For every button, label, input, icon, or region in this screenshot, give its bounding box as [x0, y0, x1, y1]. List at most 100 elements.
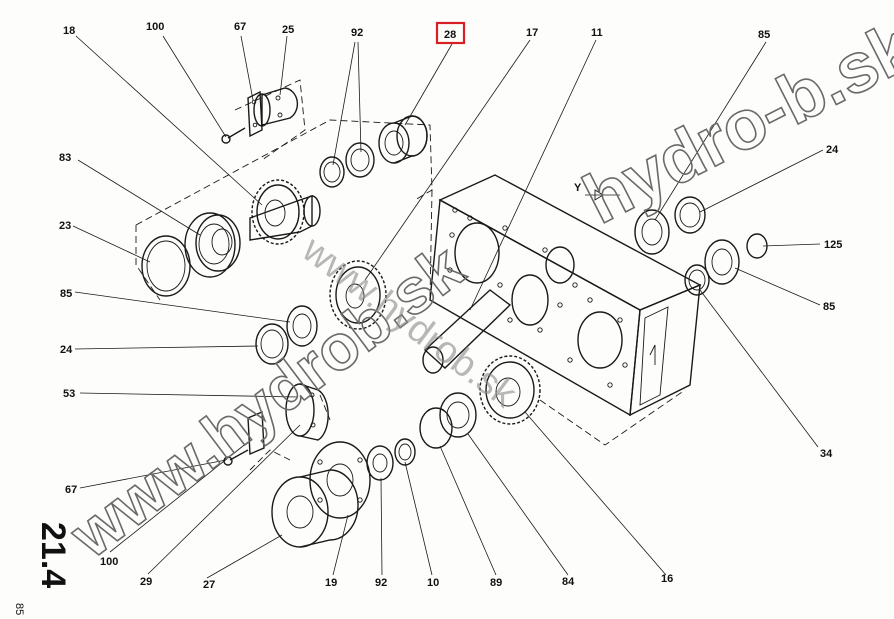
label-29: 29	[140, 576, 152, 588]
axis-mark: Y	[574, 182, 582, 194]
circlip-89	[419, 407, 453, 449]
label-11: 11	[591, 27, 603, 39]
label-34: 34	[820, 448, 833, 460]
bearing-85-top-right	[634, 209, 670, 255]
leader-17	[364, 39, 531, 281]
gear-16	[479, 355, 541, 425]
shaft-11	[422, 289, 512, 374]
leader-67b	[79, 459, 227, 489]
outline-mid	[429, 189, 433, 301]
bushing-28	[378, 115, 428, 164]
leader-85c	[74, 291, 291, 323]
page-number: 85	[13, 603, 25, 615]
leader-29	[147, 424, 301, 575]
leader-100a	[162, 35, 227, 138]
leader-84	[467, 433, 569, 576]
label-25: 25	[282, 24, 294, 36]
leader-27	[206, 534, 283, 579]
outline-top-shaft	[135, 119, 433, 226]
outline-cover	[234, 79, 306, 161]
label-92-top: 92	[351, 27, 363, 39]
label-28-highlighted: 28	[444, 29, 456, 41]
leader-11	[469, 39, 597, 311]
axis-mark-group: Y	[574, 182, 620, 201]
label-17: 17	[526, 27, 538, 39]
leader-10	[404, 461, 433, 576]
leader-25	[279, 35, 288, 96]
spacer-10	[394, 438, 416, 466]
bearing-84	[439, 392, 477, 438]
ring-23	[141, 235, 191, 297]
gear-17	[329, 260, 387, 330]
highlight-box-28	[435, 21, 466, 45]
label-19: 19	[325, 577, 337, 589]
housing-side-window	[639, 306, 669, 406]
housing-side-mark	[649, 344, 656, 365]
gear-18	[249, 179, 321, 245]
right-assembly	[634, 196, 768, 296]
leader-34	[699, 289, 819, 448]
outline-flange	[249, 449, 291, 471]
ring-24-mid	[255, 323, 289, 365]
label-16: 16	[661, 573, 673, 585]
label-53: 53	[63, 388, 75, 400]
leader-92a-2	[357, 41, 362, 153]
bearing-85-right	[704, 239, 740, 285]
watermark-hydro-b: hydro-b.sk	[571, 6, 894, 238]
label-10: 10	[427, 577, 439, 589]
housing-bore-4	[545, 246, 575, 284]
housing-bore-1	[454, 222, 500, 284]
leader-92a-1	[332, 41, 356, 166]
leader-24a	[699, 149, 824, 213]
top-shaft-assembly	[141, 87, 428, 297]
leader-24b	[74, 345, 259, 350]
leader-18	[75, 35, 263, 206]
flange-19	[309, 441, 371, 519]
ring-34	[684, 264, 710, 296]
housing-side-face	[629, 283, 701, 417]
ring-24-right	[674, 196, 706, 234]
gasket-67-low	[247, 410, 265, 456]
label-85-left: 85	[60, 288, 72, 300]
label-83: 83	[59, 152, 71, 164]
leader-lines	[72, 35, 824, 579]
label-89: 89	[490, 577, 502, 589]
bearing-85-mid	[286, 305, 318, 347]
label-100-top: 100	[146, 21, 164, 33]
part-labels: 18 100 67 25 92 28 17 11 85 83 23 24 125…	[59, 21, 842, 591]
leader-53	[79, 392, 299, 398]
label-24-left: 24	[60, 344, 73, 356]
label-125: 125	[824, 239, 842, 251]
housing-bore-2	[511, 274, 549, 326]
leader-92b	[380, 477, 383, 576]
label-27: 27	[203, 579, 215, 591]
label-24-right: 24	[826, 144, 839, 156]
leader-83	[77, 159, 201, 236]
bottom-assembly	[271, 355, 541, 548]
leader-19	[332, 514, 349, 576]
leader-23	[72, 225, 151, 263]
outline-housing-bottom	[539, 389, 686, 446]
housing-bolt-holes	[447, 207, 628, 388]
label-100-bottom: 100	[100, 556, 118, 568]
bearing-92-low	[366, 445, 394, 481]
label-18: 18	[63, 25, 75, 37]
figure-number: 21.4	[34, 522, 72, 588]
leader-100b	[109, 441, 249, 553]
leader-16	[524, 411, 667, 576]
label-85-top: 85	[758, 29, 770, 41]
leader-85a	[654, 41, 767, 221]
gasket-67-top	[247, 90, 263, 138]
leader-28	[404, 43, 453, 126]
middle-assembly	[223, 260, 512, 466]
outline-left-shaft	[135, 225, 161, 301]
label-85-right: 85	[823, 301, 835, 313]
leader-89	[439, 445, 497, 576]
leader-125	[762, 243, 821, 247]
label-67-top: 67	[234, 21, 246, 33]
label-67-bottom: 67	[65, 484, 77, 496]
housing-bore-3	[577, 311, 623, 369]
bolt-100-top	[221, 127, 246, 144]
